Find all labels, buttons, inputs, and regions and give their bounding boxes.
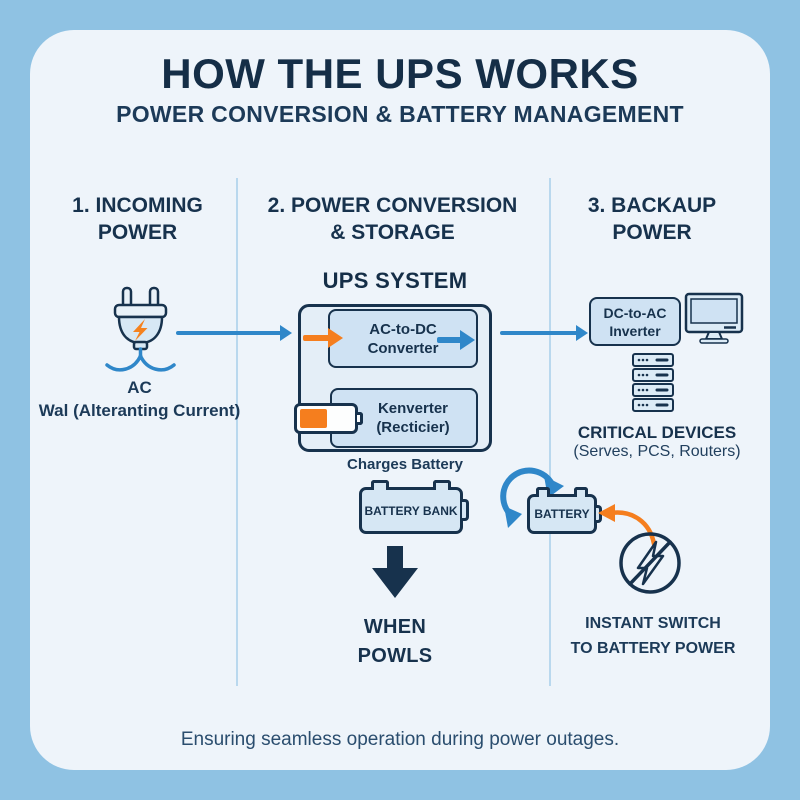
battery-label: BATTERY: [534, 507, 590, 521]
instant-switch-line2: TO BATTERY POWER: [570, 640, 736, 657]
column-2-header-line2: & STORAGE: [330, 221, 455, 244]
inverter-label-line1: DC-to-AC: [603, 304, 667, 321]
critical-devices-label: CRITICAL DEVICES (Serves, PCS, Routers): [552, 423, 762, 461]
battery-bank-icon: BATTERY BANK: [359, 480, 469, 534]
when-label: WHEN POWLS: [295, 613, 495, 671]
column-1-header-line2: POWER: [97, 221, 178, 244]
arrow-ups-to-inverter: [500, 325, 588, 341]
charging-battery-icon: [294, 403, 363, 434]
column-1-header-line1: 1. INCOMING: [72, 194, 203, 217]
instant-switch-line1: INSTANT SWITCH: [585, 615, 721, 632]
lightning-bolt-icon: [133, 319, 148, 341]
battery-bank-label: BATTERY BANK: [364, 503, 458, 518]
column-1-header: 1. INCOMING POWER: [40, 192, 235, 246]
critical-devices-title: CRITICAL DEVICES: [577, 423, 737, 442]
footer-caption: Ensuring seamless operation during power…: [180, 729, 620, 750]
server-rack-icon: [632, 353, 674, 412]
column-divider-1: [236, 178, 238, 686]
arrow-out-of-converter: [437, 330, 475, 350]
charges-battery-label: Charges Battery: [347, 456, 463, 473]
column-2-header-line1: 2. POWER CONVERSION: [267, 194, 518, 217]
converter-label-line1: AC-to-DC: [369, 320, 437, 338]
monitor-icon: [684, 292, 744, 344]
critical-devices-subtitle: (Serves, PCS, Routers): [573, 443, 741, 460]
column-divider-2: [549, 178, 551, 686]
ups-system-label: UPS SYSTEM: [322, 268, 468, 293]
column-3-header-line2: POWER: [612, 221, 692, 244]
arrow-into-converter: [303, 328, 343, 348]
ac-label: AC: [127, 378, 152, 397]
down-arrow-icon: [372, 546, 418, 598]
page-subtitle: POWER CONVERSION & BATTERY MANAGEMENT: [116, 101, 684, 127]
inverter-label-line2: Inverter: [609, 322, 661, 339]
when-label-line1: WHEN: [363, 616, 427, 638]
rectifier-label-line1: Kenverter: [377, 400, 449, 417]
power-plug-icon: [105, 286, 176, 372]
column-2-header: 2. POWER CONVERSION & STORAGE: [250, 192, 535, 246]
ac-to-dc-converter-box: AC-to-DC Converter: [328, 309, 478, 368]
battery-icon: BATTERY: [527, 487, 602, 534]
page-title: HOW THE UPS WORKS: [161, 50, 639, 97]
column-3-header: 3. BACKAUP POWER: [552, 192, 752, 246]
wall-label: Wal (Alteranting Current): [38, 401, 241, 420]
converter-label-line2: Converter: [367, 339, 439, 357]
when-label-line2: POWLS: [357, 645, 433, 667]
incoming-power-label: AC Wal (Alteranting Current): [32, 376, 247, 422]
power-outage-icon: [619, 532, 681, 594]
dc-to-ac-inverter-box: DC-to-AC Inverter: [589, 297, 681, 346]
rectifier-label-line2: (Recticier): [376, 419, 450, 436]
orange-switch-arrow: [598, 504, 657, 547]
column-3-header-line1: 3. BACKAUP: [587, 194, 717, 217]
arrow-plug-to-ups: [176, 325, 292, 341]
instant-switch-label: INSTANT SWITCH TO BATTERY POWER: [548, 611, 758, 661]
